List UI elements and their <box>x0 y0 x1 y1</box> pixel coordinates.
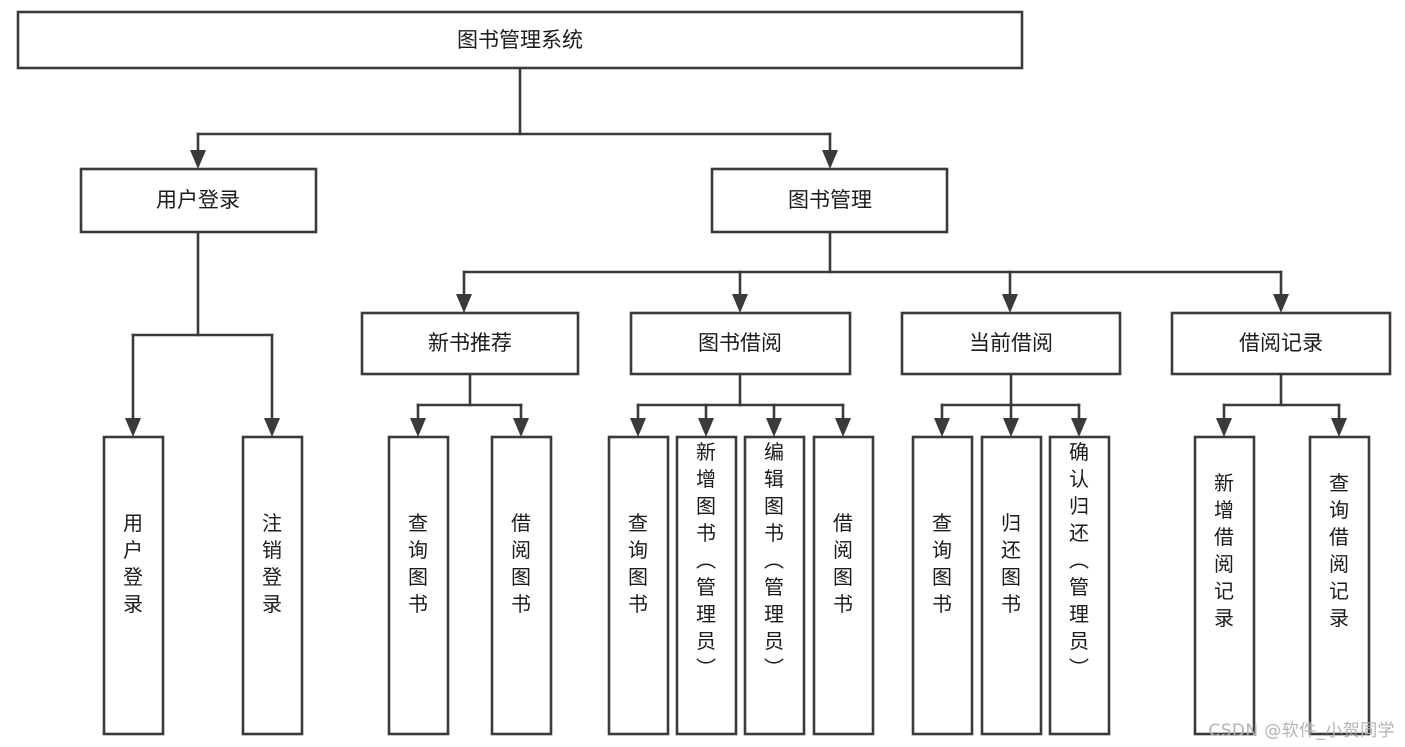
leaf-book-borrow-add[interactable]: 新增图书︵管理员︶ <box>675 435 738 736</box>
arrow-borrow-record-leaf-1 <box>1216 418 1232 437</box>
node-user-login-label: 用户登录 <box>156 188 240 212</box>
node-current-borrow-label: 当前借阅 <box>969 331 1053 355</box>
leaf-user-login-login[interactable]: 用户登录 <box>102 435 165 736</box>
arrow-book-mgmt-to-new-book <box>456 294 472 313</box>
leaf-current-borrow-return[interactable]: 归还图书 <box>980 435 1043 736</box>
leaf-book-borrow-edit-label: 编辑图书︵管理员︶ <box>764 440 784 680</box>
node-root-book-management-system[interactable]: 图书管理系统 <box>16 10 1024 70</box>
node-book-borrow-label: 图书借阅 <box>698 331 782 355</box>
arrow-new-book-leaf-1 <box>410 418 426 437</box>
leaf-borrow-record-query[interactable]: 查询借阅记录 <box>1308 435 1371 736</box>
arrow-user-login-leaf-1 <box>125 418 141 437</box>
leaf-book-borrow-query[interactable]: 查询图书 <box>607 435 670 736</box>
node-borrow-record-label: 借阅记录 <box>1239 331 1323 355</box>
leaf-new-book-borrow[interactable]: 借阅图书 <box>490 435 553 736</box>
arrow-root-to-book-mgmt <box>822 150 838 169</box>
leaf-current-borrow-query[interactable]: 查询图书 <box>911 435 974 736</box>
leaf-new-book-borrow-box <box>490 435 553 736</box>
node-borrow-record[interactable]: 借阅记录 <box>1170 311 1392 376</box>
node-book-borrow-box <box>629 311 852 376</box>
arrow-book-mgmt-to-current-borrow <box>1002 294 1018 313</box>
arrow-book-mgmt-to-borrow-record <box>1273 294 1289 313</box>
connector-layer <box>125 66 1347 437</box>
arrow-root-to-user-login <box>190 150 206 169</box>
leaf-book-borrow-edit[interactable]: 编辑图书︵管理员︶ <box>743 435 806 736</box>
arrow-book-borrow-leaf-4 <box>835 418 851 437</box>
arrow-user-login-leaf-2 <box>264 418 280 437</box>
node-user-login-box <box>79 167 318 234</box>
node-book-management[interactable]: 图书管理 <box>710 167 949 234</box>
node-new-book-recommend-label: 新书推荐 <box>428 331 512 355</box>
leaf-current-borrow-return-label: 归还图书 <box>1001 511 1021 616</box>
leaf-new-book-borrow-label: 借阅图书 <box>511 511 531 616</box>
leaf-borrow-record-add-box <box>1193 435 1256 736</box>
leaf-current-borrow-query-label: 查询图书 <box>932 511 952 616</box>
node-new-book-recommend[interactable]: 新书推荐 <box>360 311 580 376</box>
node-book-management-label: 图书管理 <box>788 188 872 212</box>
arrow-book-borrow-leaf-3 <box>766 418 782 437</box>
node-book-management-box <box>710 167 949 234</box>
leaf-borrow-record-query-label: 查询借阅记录 <box>1329 471 1349 630</box>
arrow-new-book-leaf-2 <box>513 418 529 437</box>
leaf-user-login-logout-label: 注销登录 <box>262 511 282 616</box>
node-current-borrow-box <box>900 311 1122 376</box>
leaf-book-borrow-borrow[interactable]: 借阅图书 <box>812 435 875 736</box>
leaf-book-borrow-borrow-box <box>812 435 875 736</box>
leaf-current-borrow-query-box <box>911 435 974 736</box>
node-root-label: 图书管理系统 <box>457 28 583 52</box>
leaf-new-book-query[interactable]: 查询图书 <box>387 435 450 736</box>
leaf-current-borrow-confirm[interactable]: 确认归还︵管理员︶ <box>1048 435 1111 736</box>
leaf-new-book-query-box <box>387 435 450 736</box>
arrow-current-borrow-leaf-2 <box>1003 418 1019 437</box>
node-new-book-recommend-box <box>360 311 580 376</box>
node-borrow-record-box <box>1170 311 1392 376</box>
arrow-borrow-record-leaf-2 <box>1331 418 1347 437</box>
leaf-borrow-record-add[interactable]: 新增借阅记录 <box>1193 435 1256 736</box>
leaf-user-login-logout-box <box>241 435 304 736</box>
leaf-book-borrow-add-label: 新增图书︵管理员︶ <box>696 440 716 680</box>
node-current-borrow[interactable]: 当前借阅 <box>900 311 1122 376</box>
leaf-current-borrow-return-box <box>980 435 1043 736</box>
arrow-book-borrow-leaf-1 <box>630 418 646 437</box>
leaf-user-login-login-label: 用户登录 <box>123 511 143 616</box>
arrow-book-borrow-leaf-2 <box>698 418 714 437</box>
leaf-new-book-query-label: 查询图书 <box>408 511 428 616</box>
leaf-user-login-logout[interactable]: 注销登录 <box>241 435 304 736</box>
leaf-current-borrow-confirm-label: 确认归还︵管理员︶ <box>1069 440 1089 680</box>
node-user-login[interactable]: 用户登录 <box>79 167 318 234</box>
leaf-borrow-record-query-box <box>1308 435 1371 736</box>
leaf-book-borrow-add-box <box>675 435 738 736</box>
leaf-user-login-login-box <box>102 435 165 736</box>
arrow-book-mgmt-to-book-borrow <box>732 294 748 313</box>
arrow-current-borrow-leaf-3 <box>1071 418 1087 437</box>
arrow-current-borrow-leaf-1 <box>934 418 950 437</box>
leaf-book-borrow-edit-box <box>743 435 806 736</box>
node-root-box <box>16 10 1024 70</box>
leaf-borrow-record-add-label: 新增借阅记录 <box>1214 471 1234 630</box>
leaf-book-borrow-query-label: 查询图书 <box>628 511 648 616</box>
leaf-current-borrow-confirm-box <box>1048 435 1111 736</box>
leaf-book-borrow-borrow-label: 借阅图书 <box>833 511 853 616</box>
node-book-borrow[interactable]: 图书借阅 <box>629 311 852 376</box>
leaf-book-borrow-query-box <box>607 435 670 736</box>
